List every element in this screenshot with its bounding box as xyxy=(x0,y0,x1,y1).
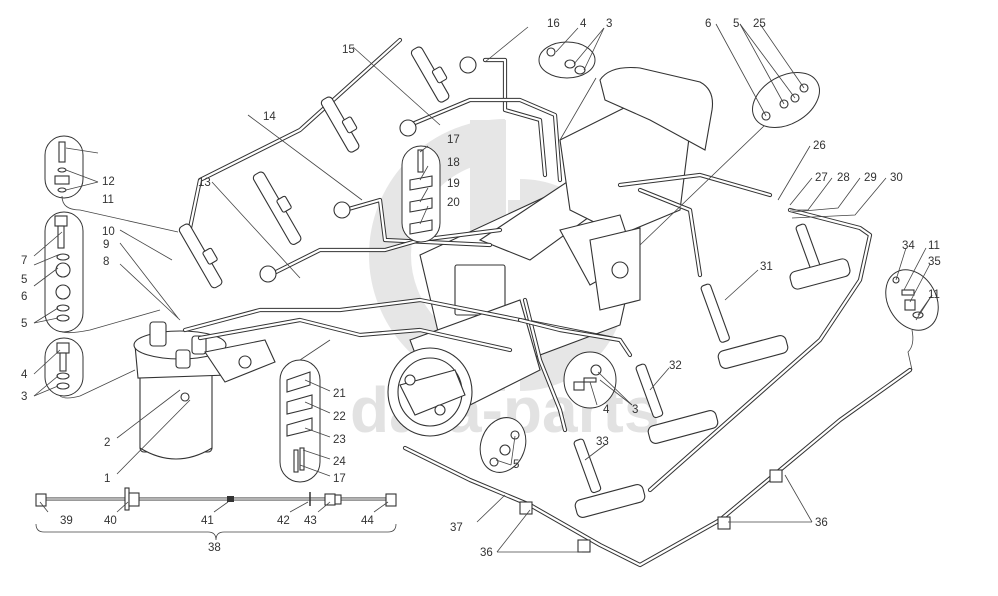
callout-11: 11 xyxy=(928,289,940,301)
high-pressure-lines xyxy=(182,37,873,493)
callout-39: 39 xyxy=(60,515,73,527)
callout-32: 32 xyxy=(669,360,682,372)
callout-36: 36 xyxy=(480,547,493,559)
callout-8: 8 xyxy=(103,256,109,268)
callout-5: 5 xyxy=(513,459,519,471)
callout-5: 5 xyxy=(21,318,27,330)
callout-24: 24 xyxy=(333,456,346,468)
pump-bolt-detail-top xyxy=(538,41,596,79)
callout-4: 4 xyxy=(21,369,28,381)
callout-14: 14 xyxy=(263,111,276,123)
callout-34: 34 xyxy=(902,240,915,252)
callout-22: 22 xyxy=(333,411,346,423)
callout-44: 44 xyxy=(361,515,374,527)
callout-41: 41 xyxy=(201,515,214,527)
callout-19: 19 xyxy=(447,178,460,190)
callout-6: 6 xyxy=(21,291,27,303)
callout-4: 4 xyxy=(603,404,610,416)
callout-2: 2 xyxy=(104,437,110,449)
clamp-detail-upper xyxy=(401,145,441,243)
callout-43: 43 xyxy=(304,515,317,527)
callout-11: 11 xyxy=(928,240,940,252)
callout-labels: 1 2 3 4 5 6 5 7 8 9 10 11 12 13 14 15 16… xyxy=(21,18,941,559)
injectors-right xyxy=(573,223,851,518)
callout-33: 33 xyxy=(596,436,609,448)
callout-29: 29 xyxy=(864,172,877,184)
callout-3: 3 xyxy=(21,391,27,403)
callout-36: 36 xyxy=(815,517,828,529)
callout-15: 15 xyxy=(342,44,355,56)
callout-30: 30 xyxy=(890,172,903,184)
callout-21: 21 xyxy=(333,388,346,400)
fuel-return-line-assembly xyxy=(35,487,397,541)
callout-17: 17 xyxy=(447,134,460,146)
callout-35: 35 xyxy=(928,256,941,268)
callout-40: 40 xyxy=(104,515,117,527)
callout-11: 11 xyxy=(102,194,114,206)
callout-5: 5 xyxy=(21,274,27,286)
callout-23: 23 xyxy=(333,434,346,446)
callout-31: 31 xyxy=(760,261,773,273)
callout-38: 38 xyxy=(208,542,221,554)
callout-12: 12 xyxy=(102,176,115,188)
callout-18: 18 xyxy=(447,157,460,169)
detail-bubbles xyxy=(44,41,939,483)
callout-13: 13 xyxy=(198,177,211,189)
callout-20: 20 xyxy=(447,197,460,209)
callout-5: 5 xyxy=(733,18,739,30)
callout-16: 16 xyxy=(547,18,560,30)
callout-9: 9 xyxy=(103,239,109,251)
callout-10: 10 xyxy=(102,226,115,238)
callout-26: 26 xyxy=(813,140,826,152)
callout-6: 6 xyxy=(705,18,711,30)
leader-lines xyxy=(33,23,933,553)
callout-4: 4 xyxy=(580,18,587,30)
callout-17: 17 xyxy=(333,473,346,485)
callout-37: 37 xyxy=(450,522,463,534)
callout-7: 7 xyxy=(21,255,27,267)
fuel-filter xyxy=(133,321,276,460)
callout-28: 28 xyxy=(837,172,850,184)
callout-3: 3 xyxy=(632,404,638,416)
callout-42: 42 xyxy=(277,515,290,527)
callout-27: 27 xyxy=(815,172,828,184)
callout-25: 25 xyxy=(753,18,766,30)
callout-3: 3 xyxy=(606,18,612,30)
callout-1: 1 xyxy=(104,473,110,485)
leak-off-return-line xyxy=(402,367,913,568)
pump-drive xyxy=(387,299,541,437)
injectors-left xyxy=(178,46,477,289)
